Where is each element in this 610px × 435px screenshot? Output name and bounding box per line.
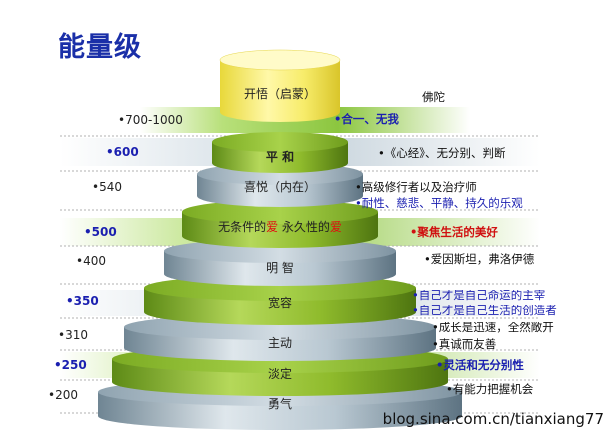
layer-label-500-b: 爱 [266, 220, 279, 234]
watermark-text: blog.sina.com.cn/tianxiang77 [382, 410, 604, 428]
level-value-540: •540 [92, 180, 122, 194]
desc-200: •有能力把握机会 [446, 382, 534, 396]
layer-label-200: 勇气 [267, 397, 292, 411]
layer-label-500-a: 无条件的 [218, 220, 267, 234]
desc-700-b: •合一、无我 [334, 112, 399, 126]
layer-label-500: 无条件的爱 永久性的爱 [182, 221, 378, 233]
tier-500 [182, 200, 378, 248]
desc-250: •灵活和无分别性 [436, 358, 524, 372]
tier-600 [212, 132, 348, 173]
desc-600: •《心经》、无分别、判断 [378, 146, 506, 160]
desc-540-b: •耐性、慈悲、平静、持久的乐观 [355, 196, 523, 210]
layer-label-350: 宽容 [267, 296, 292, 310]
desc-400: •爱因斯坦，弗洛伊德 [424, 252, 535, 266]
level-value-350: •350 [66, 294, 99, 308]
level-value-700: •700-1000 [118, 113, 183, 127]
layer-label-600: 平 和 [265, 150, 295, 164]
desc-700-a: 佛陀 [422, 90, 445, 104]
level-value-200: •200 [48, 388, 78, 402]
level-value-250: •250 [54, 358, 87, 372]
layer-label-700: 开悟（启蒙） [243, 87, 316, 101]
level-value-400: •400 [76, 254, 106, 268]
desc-350-a: •自己才是自己命运的主宰 [412, 290, 546, 302]
level-value-500: •500 [84, 225, 117, 239]
level-value-310: •310 [58, 328, 88, 342]
layer-label-500-c: 永久性的 [278, 220, 330, 234]
layer-label-500-d: 爱 [329, 220, 342, 234]
desc-310-b: •真诚而友善 [432, 337, 497, 351]
layer-label-540: 喜悦（内在） [243, 180, 316, 194]
desc-500: •聚焦生活的美好 [410, 225, 498, 239]
desc-540-a: •高级修行者以及治疗师 [355, 180, 477, 194]
layer-label-310: 主动 [267, 336, 292, 350]
desc-350-b: •自己才是自己生活的创造者 [412, 305, 557, 317]
layer-label-400: 明 智 [266, 261, 294, 275]
layer-label-250: 淡定 [267, 367, 292, 381]
desc-310-a: •成长是迅速，全然敞开 [432, 322, 554, 334]
page-title: 能量级 [58, 32, 142, 63]
level-value-600: •600 [106, 145, 139, 159]
tier-700 [219, 49, 341, 122]
